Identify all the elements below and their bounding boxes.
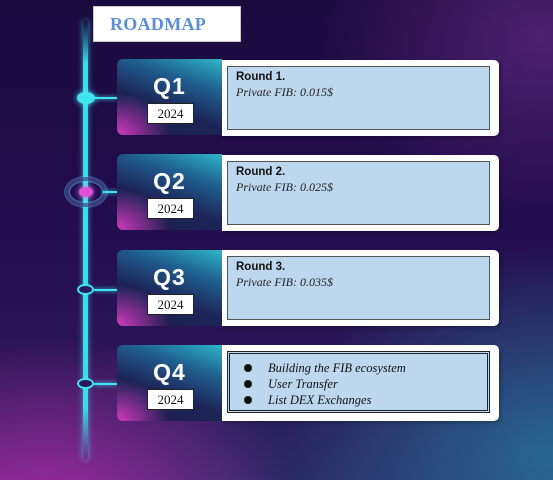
milestone-text: Building the FIB ecosystem [268, 361, 406, 375]
roadmap-title-box: ROADMAP [93, 6, 241, 42]
roadmap-card-q4: Building the FIB ecosystem User Transfer… [222, 345, 499, 421]
timeline-node-q2 [69, 181, 103, 203]
roadmap-card-q3: Round 3. Private FIB: 0.035$ [222, 250, 499, 326]
quarter-label: Q2 [153, 168, 186, 194]
timeline-node-q1 [77, 92, 95, 104]
round-title: Round 3. [236, 261, 286, 273]
card-content: Round 1. Private FIB: 0.015$ [227, 66, 490, 130]
bullet-icon [244, 380, 252, 388]
bullet-icon [244, 396, 252, 404]
timeline-connector-q3 [94, 289, 117, 291]
quarter-label: Q3 [153, 264, 186, 290]
card-content: Round 2. Private FIB: 0.025$ [227, 161, 490, 225]
round-title: Round 1. [236, 71, 286, 83]
quarter-year: 2024 [147, 294, 194, 315]
timeline-connector-q1 [93, 97, 117, 99]
quarter-year: 2024 [147, 389, 194, 410]
timeline-connector-q4 [94, 383, 117, 385]
roadmap-title: ROADMAP [110, 13, 207, 34]
round-title: Round 2. [236, 166, 286, 178]
list-item: Building the FIB ecosystem [238, 360, 479, 376]
list-item: List DEX Exchanges [238, 392, 479, 408]
round-price: Private FIB: 0.025$ [236, 180, 333, 194]
bullet-icon [244, 364, 252, 372]
milestone-list: Building the FIB ecosystem User Transfer… [238, 360, 479, 408]
quarter-year: 2024 [147, 103, 194, 124]
quarter-year: 2024 [147, 198, 194, 219]
milestone-text: User Transfer [268, 377, 338, 391]
quarter-block-q1: Q1 2024 [117, 59, 222, 135]
timeline-line [83, 20, 88, 460]
card-content: Building the FIB ecosystem User Transfer… [227, 351, 490, 413]
quarter-label: Q1 [153, 73, 186, 99]
quarter-block-q4: Q4 2024 [117, 345, 222, 421]
roadmap-card-q2: Round 2. Private FIB: 0.025$ [222, 155, 499, 231]
quarter-label: Q4 [153, 359, 186, 385]
milestone-text: List DEX Exchanges [268, 393, 372, 407]
quarter-block-q2: Q2 2024 [117, 154, 222, 230]
timeline-node-q3 [77, 284, 94, 295]
round-price: Private FIB: 0.015$ [236, 85, 333, 99]
quarter-block-q3: Q3 2024 [117, 250, 222, 326]
timeline-connector-q2 [103, 191, 117, 193]
card-content: Round 3. Private FIB: 0.035$ [227, 256, 490, 320]
timeline-node-q4 [77, 378, 94, 389]
roadmap-card-q1: Round 1. Private FIB: 0.015$ [222, 60, 499, 136]
list-item: User Transfer [238, 376, 479, 392]
round-price: Private FIB: 0.035$ [236, 275, 333, 289]
